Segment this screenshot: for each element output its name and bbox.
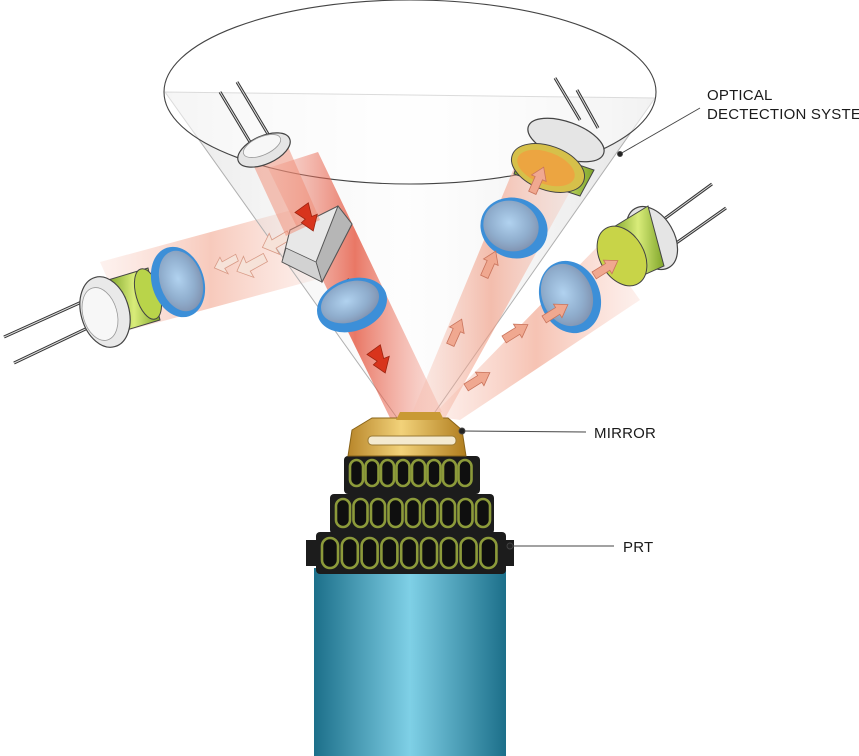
prt-cell [441, 458, 458, 488]
prt-cell [334, 497, 352, 529]
optical-leader-dot [617, 151, 623, 157]
left-beam-arrows [213, 230, 292, 279]
prt-cell [439, 536, 459, 570]
prt-cells [320, 458, 498, 570]
prt-cell [352, 497, 369, 529]
prt-cell [474, 497, 492, 529]
mirror [347, 412, 467, 457]
mirror-leader-dot [458, 427, 466, 435]
optical-detection-system-label: OPTICAL DECTECTION SYSTEM [707, 86, 859, 124]
prt-cell [457, 458, 473, 488]
left-lens [150, 246, 206, 318]
prt-cell [364, 458, 380, 488]
prt-cell [459, 536, 478, 570]
prt-cell [379, 458, 396, 488]
prism [281, 205, 353, 284]
prt-cell [439, 497, 457, 529]
prt-cell [422, 497, 439, 529]
prt-cell [369, 497, 387, 529]
prt-cell [387, 497, 404, 529]
optical-label-line2: DECTECTION SYSTEM [707, 106, 859, 123]
prt-leader-dot [506, 542, 514, 550]
top-right-lens [480, 197, 548, 259]
mirror-leader-line [461, 430, 587, 433]
prt-cell [426, 458, 442, 488]
prt-cell [395, 458, 411, 488]
prt-cell [340, 536, 360, 570]
prt-cell [404, 497, 422, 529]
top-right-sensor [511, 77, 605, 197]
prt-cell [360, 536, 379, 570]
prt-cell [399, 536, 419, 570]
left-sensor [3, 267, 163, 365]
prt-cell [320, 536, 340, 570]
prt-cell [380, 536, 399, 570]
mirror-label: MIRROR [594, 425, 657, 442]
optical-leader-line [619, 107, 701, 155]
prt-cell [410, 458, 427, 488]
center-lens [317, 277, 387, 333]
prt-label: PRT [623, 539, 654, 556]
prt-cell [348, 458, 365, 488]
prt-cell [419, 536, 439, 570]
cable [314, 568, 506, 756]
reflected-beam-arrows [446, 166, 619, 392]
prt-cell [457, 497, 474, 529]
optical-label-line1: OPTICAL [707, 87, 773, 104]
prt-cell [479, 536, 498, 570]
leader-lines [458, 107, 701, 550]
